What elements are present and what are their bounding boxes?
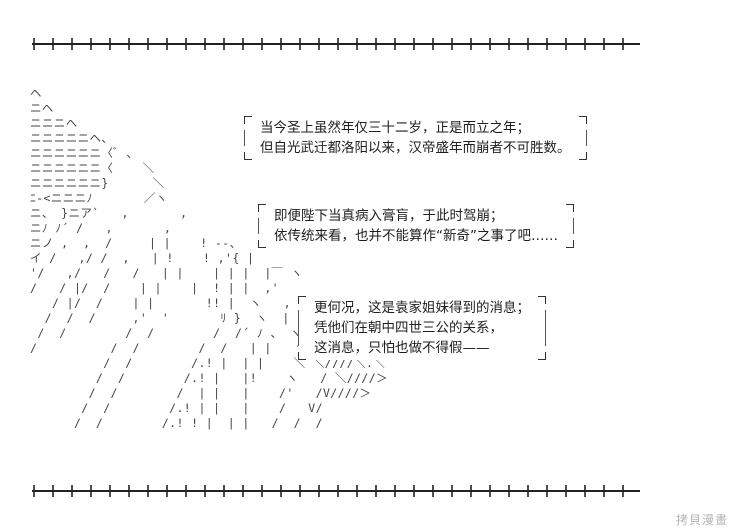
speech-bubble-1: 当今圣上虽然年仅三十二岁，正是而立之年； 但自光武迁都洛阳以来，汉帝盛年而崩者不… [244,116,587,160]
top-ruler [32,36,640,52]
dialogue-line: 凭他们在朝中四世三公的关系， [314,320,503,336]
dialogue-line: 但自光武迁都洛阳以来，汉帝盛年而崩者不可胜数。 [260,140,571,156]
watermark-text: 拷貝漫畫 [675,513,728,527]
ascii-art-text: ヘ ニヘ ニニニヘ ニニニニニヘ、 ニニニニニニ〈ﾞ 、 ニニニニニニ〈 ＼ ニ… [30,86,388,430]
top-ruler-ticks [32,38,640,50]
ascii-art-figure: ヘ ニヘ ニニニヘ ニニニニニヘ、 ニニニニニニ〈ﾞ 、 ニニニニニニ〈 ＼ ニ… [30,86,570,486]
dialogue-line: 这消息，只怕也做不得假—— [314,340,490,356]
dialogue-line: 依传统来看，也并不能算作“新奇”之事了吧…… [274,228,558,244]
speech-bubble-2: 即便陛下当真病入膏肓，于此时驾崩； 依传统来看，也并不能算作“新奇”之事了吧…… [258,204,574,248]
speech-bubble-3: 更何况，这是袁家姐妹得到的消息； 凭他们在朝中四世三公的关系， 这消息，只怕也做… [298,296,546,360]
bottom-ruler-ticks [32,485,640,497]
bottom-ruler [32,483,640,499]
dialogue-line: 即便陛下当真病入膏肓，于此时驾崩； [274,208,504,224]
dialogue-line: 当今圣上虽然年仅三十二岁，正是而立之年； [260,120,530,136]
dialogue-line: 更何况，这是袁家姐妹得到的消息； [314,300,530,316]
